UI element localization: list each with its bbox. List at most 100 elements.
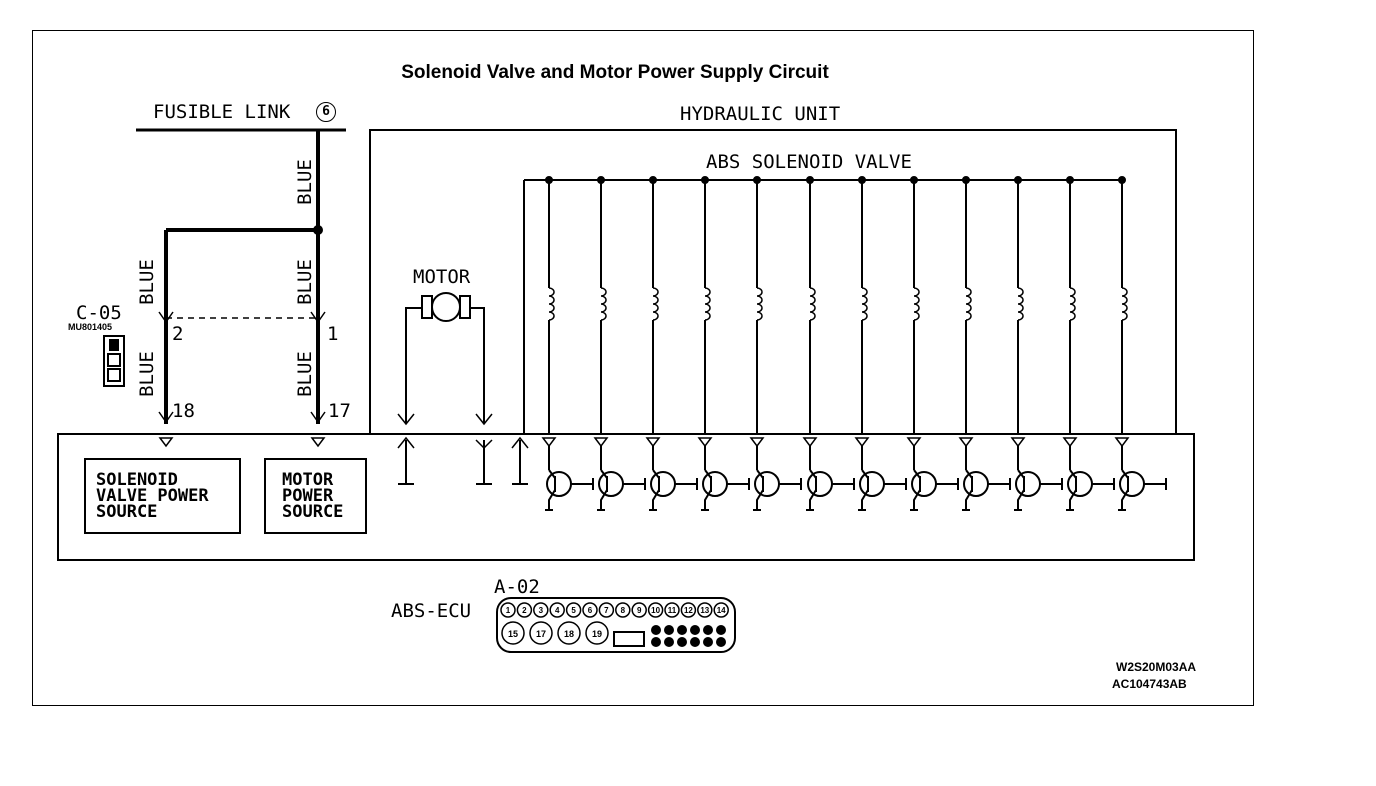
solenoid-valve: [749, 176, 802, 511]
solenoid-coil: [1121, 287, 1128, 321]
a02-small-pin: [664, 625, 674, 635]
valve-pin-marker: [1062, 437, 1078, 448]
abs-ecu-connector-label: A-02: [494, 576, 540, 598]
a02-pin: 3: [533, 602, 549, 618]
diagram-title: Solenoid Valve and Motor Power Supply Ci…: [401, 62, 829, 83]
hydraulic-unit-outline: [369, 129, 1177, 434]
transistor: [1119, 471, 1145, 497]
a02-pin: 17: [529, 621, 553, 645]
solenoid-valve: [541, 176, 594, 511]
transistor: [546, 471, 572, 497]
a02-pin-number: 13: [700, 606, 709, 615]
a02-pin: 2: [516, 602, 533, 618]
a02-small-pin: [677, 637, 687, 647]
junction-dot: [313, 225, 323, 235]
c05-pin-1: [107, 353, 121, 367]
connector-arrow: [158, 311, 174, 324]
solenoid-valve: [906, 176, 959, 511]
a02-small-pin: [677, 625, 687, 635]
motor-brush: [421, 295, 433, 319]
transistor: [963, 471, 989, 497]
valve-pin-marker: [802, 437, 818, 448]
a02-pin: 15: [501, 621, 525, 645]
pin-arrow: [310, 411, 326, 424]
a02-pin-number: 14: [717, 606, 726, 615]
a02-small-pin: [651, 637, 661, 647]
a02-small-pin: [690, 625, 700, 635]
transistor: [1067, 471, 1093, 497]
c05-pin-2: [107, 368, 121, 382]
a02-pin: 7: [598, 602, 615, 618]
valve-pin-marker: [958, 437, 974, 448]
ecu-arrow: [397, 436, 415, 449]
connector-pin-2: 2: [172, 323, 184, 345]
a02-connector-key: [613, 631, 645, 647]
motor-power-line2: POWER: [282, 486, 334, 506]
solenoid-valve: [958, 176, 1011, 511]
a02-pin-number: 5: [571, 606, 576, 615]
a02-pin-number: 17: [536, 629, 546, 639]
solenoid-valve: [697, 176, 750, 511]
a02-pin: 12: [680, 602, 697, 618]
motor-wire-right: [470, 307, 485, 424]
a02-pin: 9: [631, 602, 647, 618]
a02-pin-number: 4: [555, 606, 560, 615]
a02-pin: 8: [615, 602, 631, 618]
motor-power-line3: SOURCE: [282, 502, 344, 522]
ecu-pin-17: 17: [328, 400, 351, 422]
solenoid-power-line3: SOURCE: [96, 502, 158, 522]
solenoid-valve: [1114, 176, 1167, 511]
solenoid-valve: [1062, 176, 1115, 511]
ecu-terminal: [398, 440, 414, 485]
a02-pin: 11: [664, 602, 680, 618]
a02-pin-number: 12: [684, 606, 693, 615]
motor-wire-left: [405, 307, 422, 424]
valve-pin-marker: [541, 437, 557, 448]
figure-code-2: AC104743AB: [1112, 677, 1187, 691]
solenoid-coil: [652, 287, 659, 321]
solenoid-coil: [704, 287, 711, 321]
motor-arrow: [475, 413, 493, 426]
solenoid-coil: [600, 287, 607, 321]
a02-pin: 18: [557, 621, 581, 645]
a02-pin-number: 8: [621, 606, 626, 615]
transistor: [807, 471, 833, 497]
a02-small-pin: [664, 637, 674, 647]
a02-small-pin: [651, 625, 661, 635]
a02-small-pin: [703, 625, 713, 635]
a02-pin: 1: [500, 602, 516, 618]
figure-code-1: W2S20M03AA: [1116, 660, 1197, 674]
ecu-pin-marker: [310, 437, 326, 448]
solenoid-valve: [854, 176, 907, 511]
c05-latch: [109, 339, 119, 351]
a02-pin: 13: [697, 602, 713, 618]
a02-pin-number: 18: [564, 629, 574, 639]
solenoid-coil: [809, 287, 816, 321]
a02-pin-number: 7: [604, 606, 609, 615]
connector-arrow: [310, 311, 326, 324]
a02-pin: 5: [565, 602, 582, 618]
motor-power-block: [264, 458, 367, 534]
valve-pin-marker: [854, 437, 870, 448]
a02-pin: 4: [549, 602, 565, 618]
a02-pin-number: 10: [651, 606, 660, 615]
motor-symbol: [431, 292, 461, 322]
motor-power-line1: MOTOR: [282, 470, 334, 490]
fusible-link-number: 6: [316, 102, 336, 122]
solenoid-coil: [756, 287, 763, 321]
connector-c05-label: C-05: [76, 302, 122, 324]
valve-pin-marker: [749, 437, 765, 448]
solenoid-coil: [548, 287, 555, 321]
a02-pin-number: 1: [506, 606, 511, 615]
transistor: [650, 471, 676, 497]
c05-connector-icon: [103, 335, 125, 387]
ecu-arrow: [475, 439, 493, 450]
a02-small-pin: [716, 637, 726, 647]
abs-ecu-outline: [57, 433, 1195, 561]
a02-pin-number: 3: [539, 606, 544, 615]
a02-pin-number: 9: [637, 606, 642, 615]
solenoid-coil: [965, 287, 972, 321]
solenoid-coil: [913, 287, 920, 321]
valve-pin-marker: [1010, 437, 1026, 448]
a02-pin-number: 6: [588, 606, 593, 615]
